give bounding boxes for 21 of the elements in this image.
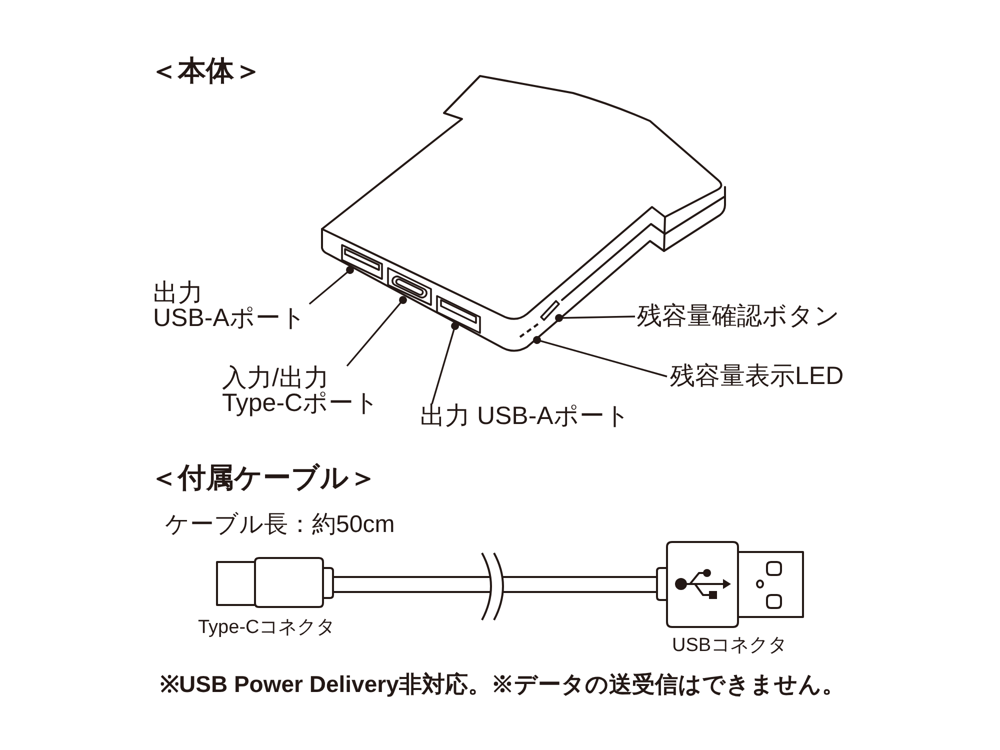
connector-label: USBコネクタ bbox=[672, 635, 788, 657]
led-indicator bbox=[518, 322, 540, 338]
usb-c-port bbox=[387, 267, 432, 306]
cable-length-note: ケーブル長：約50cm bbox=[165, 511, 395, 539]
part-label: 入力/出力 Type-Cポート bbox=[222, 366, 380, 416]
side-button bbox=[540, 300, 560, 321]
note-text: ※USB Power Delivery非対応。※データの送受信はできません。 bbox=[160, 671, 845, 698]
section-heading: ＜本体＞ bbox=[150, 55, 262, 88]
usb-port bbox=[436, 295, 481, 334]
leader-line bbox=[431, 322, 460, 404]
part-label: 出力 USB-Aポート bbox=[153, 281, 306, 331]
section-heading: ＜付属ケーブル＞ bbox=[150, 462, 377, 494]
part-label: 残容量確認ボタン bbox=[637, 304, 840, 329]
leader-line bbox=[308, 266, 354, 305]
leader-line bbox=[346, 296, 407, 367]
leader-line bbox=[555, 314, 636, 322]
part-label: 残容量表示LED bbox=[670, 364, 844, 389]
connector-label: Type-Cコネクタ bbox=[198, 617, 336, 639]
leader-line bbox=[533, 336, 668, 378]
usb-port bbox=[341, 244, 383, 280]
part-label: 出力 USB-Aポート bbox=[420, 404, 630, 429]
